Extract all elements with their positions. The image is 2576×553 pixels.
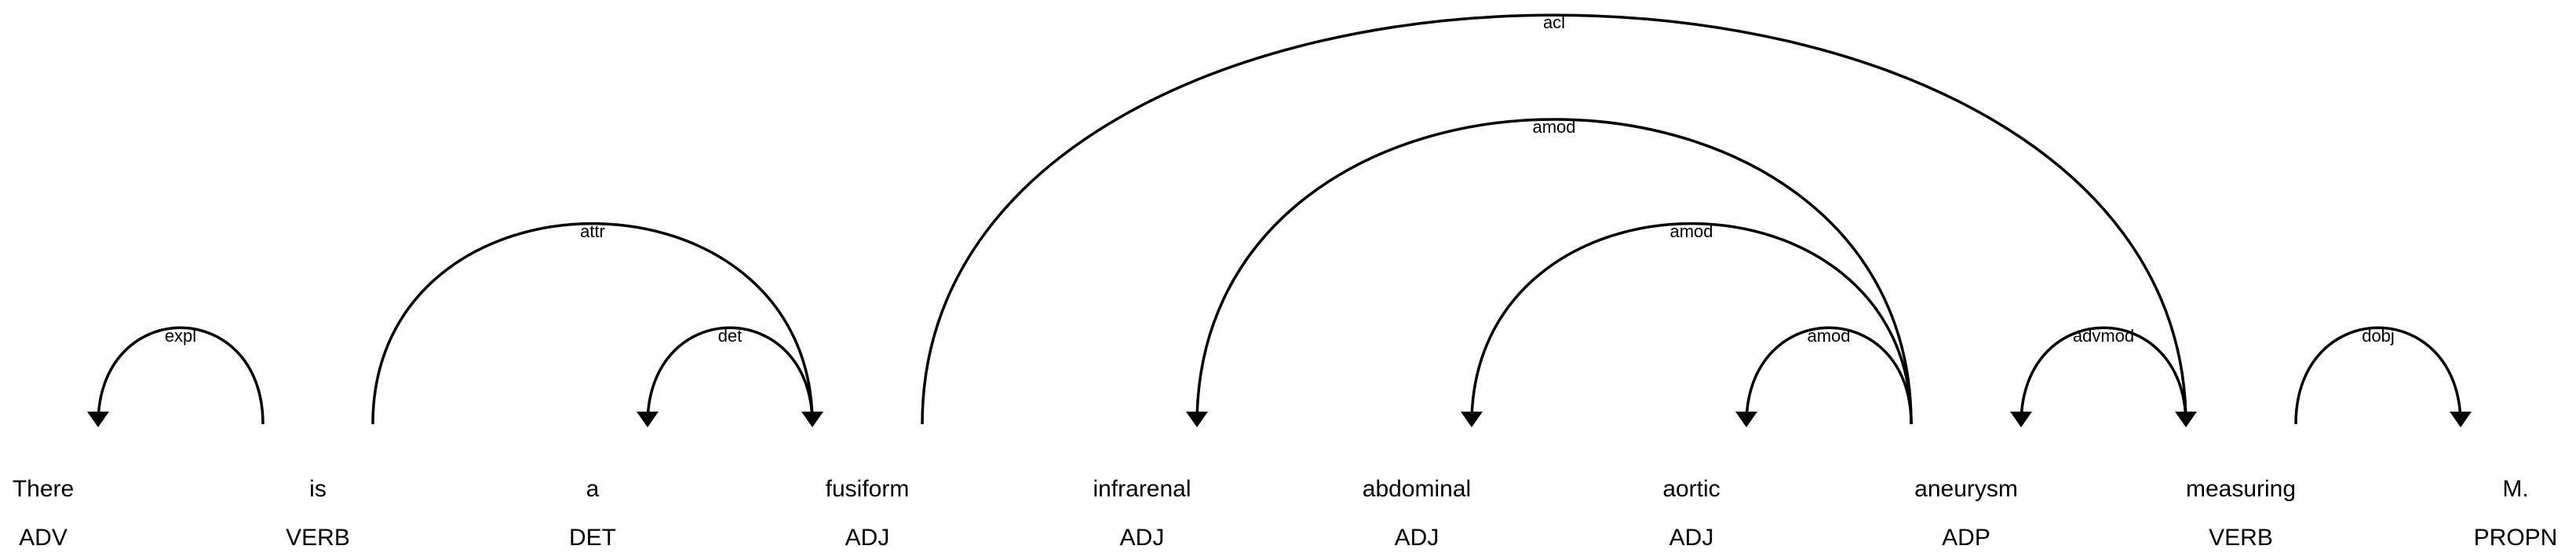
arc-label: attr — [580, 222, 605, 241]
dependency-arc — [2294, 326, 2462, 425]
token-pos-tag: ADJ — [1120, 525, 1165, 551]
token-word: aneurysm — [1914, 476, 2018, 502]
token-pos-tag: ADP — [1942, 525, 1990, 551]
dependency-arc — [921, 13, 2187, 425]
arc-label: dobj — [2362, 326, 2395, 346]
arc-label: amod — [1532, 117, 1575, 137]
token-word: infrarenal — [1093, 476, 1191, 502]
token-word: a — [586, 476, 600, 502]
arrowhead — [2450, 412, 2472, 427]
arc-label: advmod — [2073, 326, 2134, 346]
token-word: is — [309, 476, 327, 502]
arrowhead — [87, 412, 109, 427]
token-pos-tag: VERB — [2209, 525, 2273, 551]
arrowhead — [1735, 412, 1757, 427]
token-pos-tag: ADJ — [1669, 525, 1714, 551]
token-word: fusiform — [826, 476, 910, 502]
arrowhead — [2010, 412, 2032, 427]
arc-label: acl — [1543, 13, 1565, 32]
token-word: aortic — [1662, 476, 1720, 502]
token-word: measuring — [2186, 476, 2296, 502]
arc-label: det — [718, 326, 743, 346]
arcs-layer: expl attr det acl amod amod amod advmod dobj — [87, 13, 2472, 427]
dependency-arc — [646, 326, 814, 425]
dependency-arc — [371, 222, 814, 425]
dependency-arc — [1195, 118, 1913, 425]
arrowhead — [1186, 412, 1208, 427]
dependency-arc — [1745, 326, 1913, 425]
arc-label: amod — [1669, 222, 1713, 241]
token-pos-tag: VERB — [286, 525, 350, 551]
arc-label: expl — [165, 326, 196, 346]
arc-label: amod — [1807, 326, 1850, 346]
token-pos-tag: ADJ — [845, 525, 890, 551]
dependency-arc — [2020, 326, 2187, 425]
arrowhead — [637, 412, 659, 427]
token-pos-tag: ADV — [19, 525, 68, 551]
token-word: M. — [2502, 476, 2528, 502]
arrowhead — [1461, 412, 1483, 427]
token-pos-tag: PROPN — [2474, 525, 2558, 551]
token-pos-tag: ADJ — [1395, 525, 1439, 551]
token-word: abdominal — [1363, 476, 1471, 502]
token-word: There — [13, 476, 74, 502]
dependency-arc — [1470, 222, 1913, 425]
token-pos-tag: DET — [569, 525, 616, 551]
dependency-arc — [97, 326, 265, 425]
